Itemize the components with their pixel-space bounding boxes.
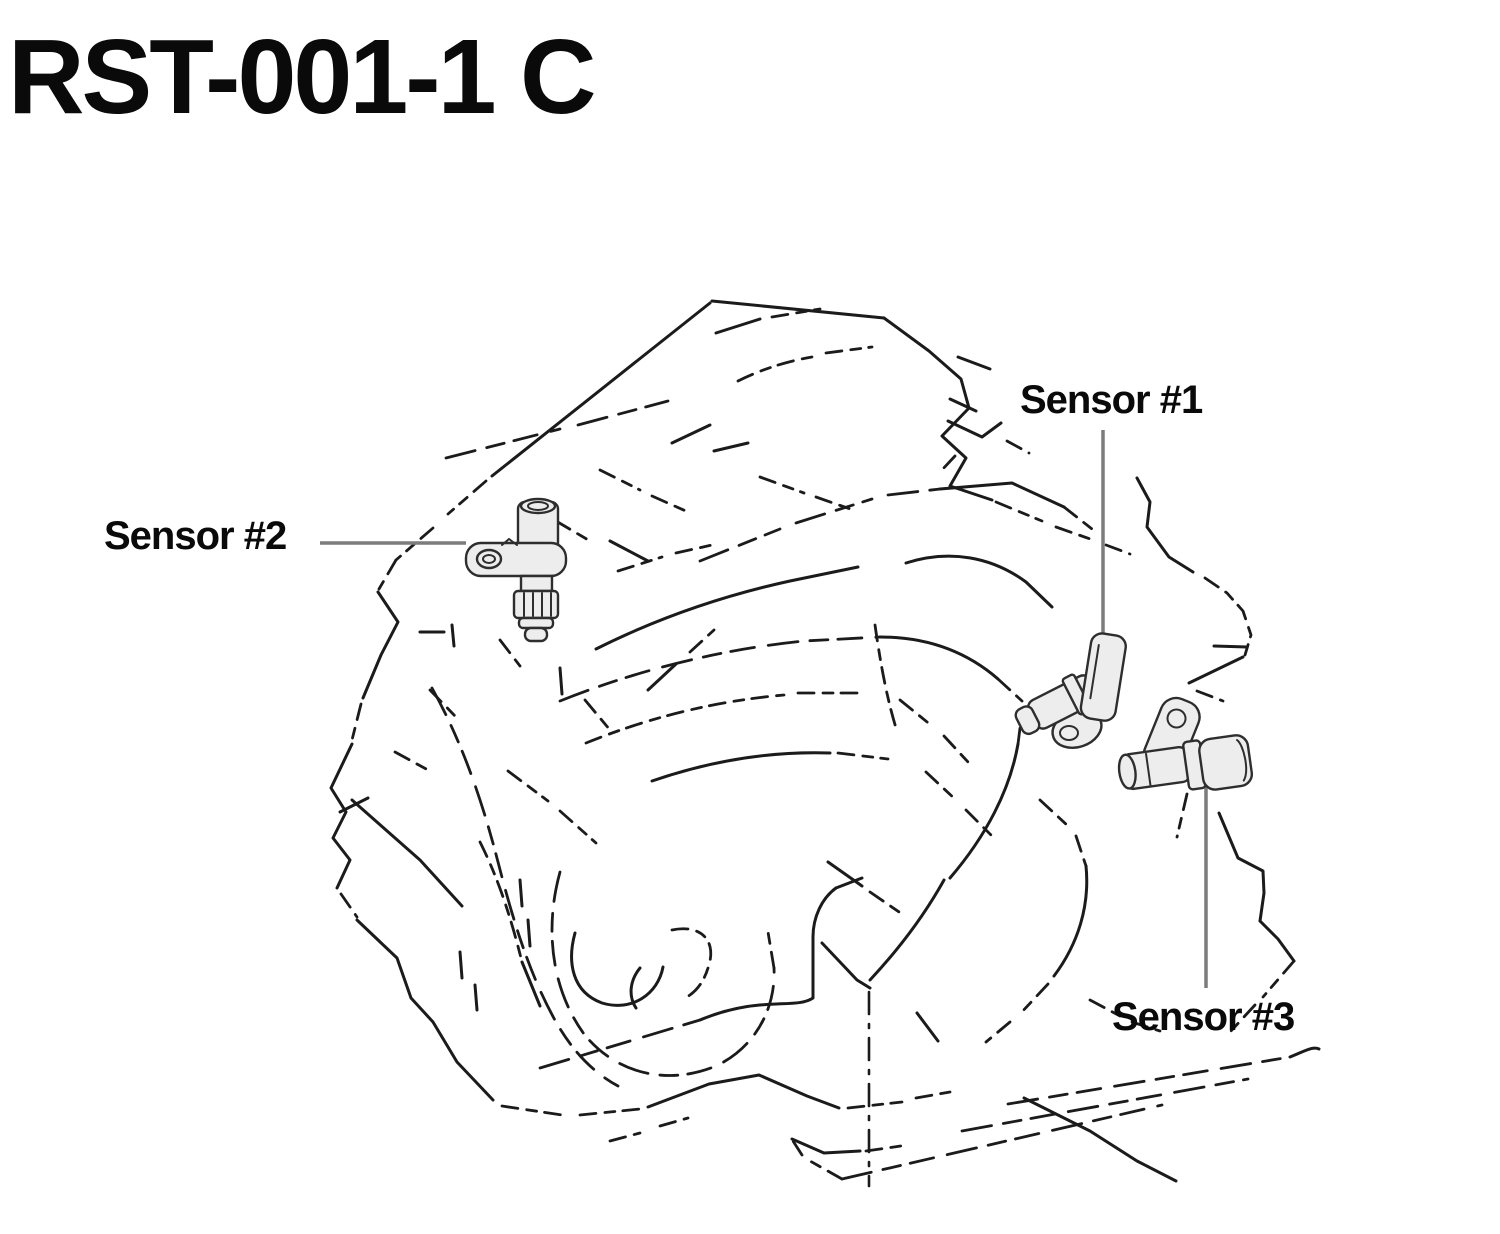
- sensor-2-part: [464, 497, 568, 643]
- sensor-1-label: Sensor #1: [1020, 378, 1203, 422]
- sensor-1-part: [1014, 632, 1127, 749]
- sensor-3-part: [1117, 696, 1254, 791]
- leader-lines: [320, 430, 1208, 988]
- sensor-2-label: Sensor #2: [104, 514, 287, 558]
- page-title: RST-001-1 C: [8, 18, 597, 136]
- sensor-3-label: Sensor #3: [1112, 995, 1295, 1039]
- engine-line-art: [329, 299, 1321, 1188]
